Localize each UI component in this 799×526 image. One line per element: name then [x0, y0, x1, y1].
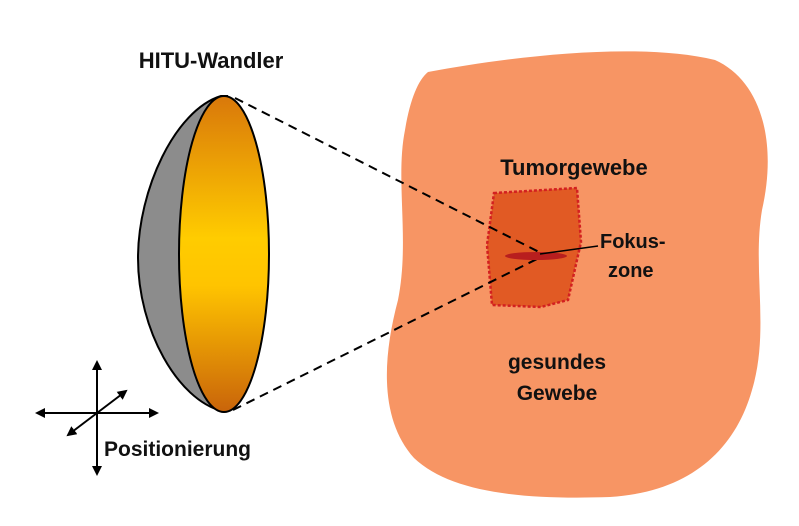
- focus-label-line1: Fokus-: [600, 231, 666, 253]
- focus-label-line2: zone: [608, 260, 654, 282]
- transducer: [136, 95, 270, 413]
- focus-zone-pointer: [539, 245, 599, 255]
- transducer-label: HITU-Wandler: [139, 48, 284, 73]
- beam-line-lower: [232, 255, 544, 411]
- focus-zone: [505, 252, 567, 260]
- tumor-label: Tumorgewebe: [500, 155, 648, 180]
- healthy-label-line1: gesundes: [508, 351, 606, 374]
- healthy-tissue-region: [386, 51, 768, 498]
- beam-line-upper: [234, 97, 544, 255]
- healthy-label-line2: Gewebe: [517, 382, 598, 405]
- positioning-label: Positionierung: [104, 438, 251, 461]
- tumor-tissue-region: [485, 186, 583, 309]
- move-arrows-icon: [35, 360, 159, 476]
- transducer-inner-surface: [178, 95, 270, 413]
